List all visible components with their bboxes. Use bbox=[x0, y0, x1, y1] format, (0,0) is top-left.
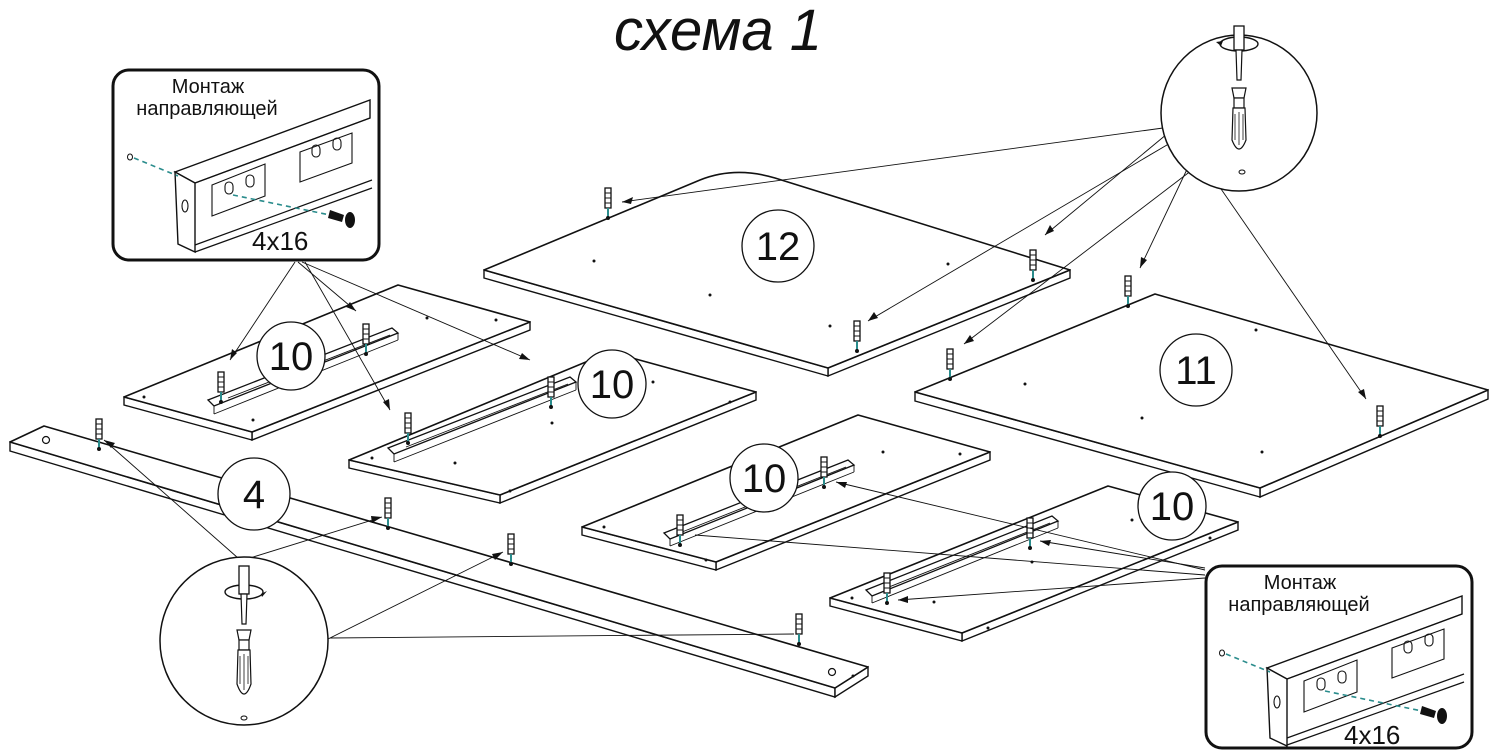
part-number-10-a: 10 bbox=[269, 335, 314, 379]
callout-caption-line2: направляющей bbox=[1228, 594, 1369, 616]
guide-mount-callout-right: Монтаж направляющей 4x16 bbox=[1204, 564, 1474, 750]
part-number-11: 11 bbox=[1175, 349, 1217, 393]
screw-size-label: 4x16 bbox=[1344, 720, 1400, 750]
callout-caption-line2: направляющей bbox=[136, 98, 277, 120]
screw-icon bbox=[1420, 706, 1447, 724]
part-labels: 12 11 10 10 10 10 4 bbox=[217, 209, 1233, 541]
part-number-4: 4 bbox=[243, 473, 265, 517]
diagram-title: схема 1 bbox=[614, 0, 822, 63]
screw-size-label: 4x16 bbox=[252, 226, 308, 256]
leader-lines bbox=[103, 127, 1367, 641]
guide-rail-icon bbox=[173, 98, 373, 254]
part-number-12: 12 bbox=[756, 225, 801, 269]
callout-caption-line1: Монтаж bbox=[172, 76, 245, 98]
dowel-detail-bottom bbox=[159, 556, 329, 726]
screwdriver-icon bbox=[1216, 25, 1259, 81]
guide-mount-callout-left: Монтаж направляющей 4x16 bbox=[111, 68, 381, 262]
part-number-10-d: 10 bbox=[1150, 485, 1195, 529]
screw-icon bbox=[328, 210, 355, 228]
guide-rail-icon bbox=[1265, 594, 1465, 748]
dowel-detail-top bbox=[1160, 25, 1318, 192]
dowel-icon bbox=[1231, 87, 1247, 150]
dowel-icon bbox=[236, 629, 252, 695]
callout-caption-line1: Монтаж bbox=[1264, 572, 1337, 594]
part-number-10-b: 10 bbox=[590, 363, 635, 407]
part-number-10-c: 10 bbox=[742, 457, 787, 501]
panel-10-b bbox=[348, 351, 757, 505]
screwdriver-icon bbox=[224, 565, 267, 625]
